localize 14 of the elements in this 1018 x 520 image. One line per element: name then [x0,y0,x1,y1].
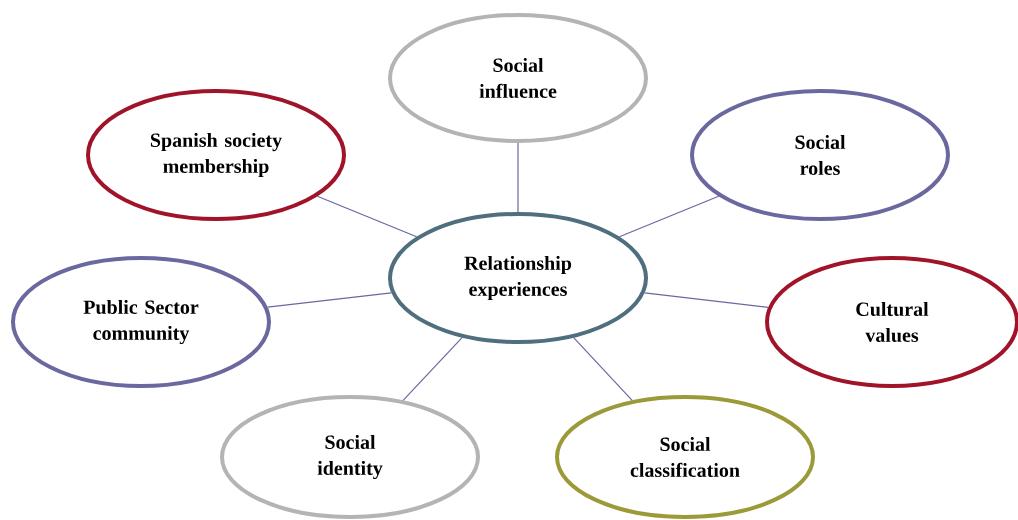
ellipse-node: Social influence [388,13,648,143]
connector-line [618,195,720,238]
ellipse-node: Public Sector community [11,256,271,388]
connector-line [573,337,633,401]
ellipse-node: Relationship experiences [388,212,648,344]
ellipse-node: Spanish society membership [86,89,346,221]
ellipse-node: Social classification [555,395,815,519]
connector-line [267,292,392,308]
connector-line [644,292,769,309]
ellipse-node: Social identity [220,395,480,519]
connector-line [316,195,418,238]
connector-line [517,142,519,213]
connector-line [402,336,463,402]
ellipse-node: Social roles [690,89,950,221]
